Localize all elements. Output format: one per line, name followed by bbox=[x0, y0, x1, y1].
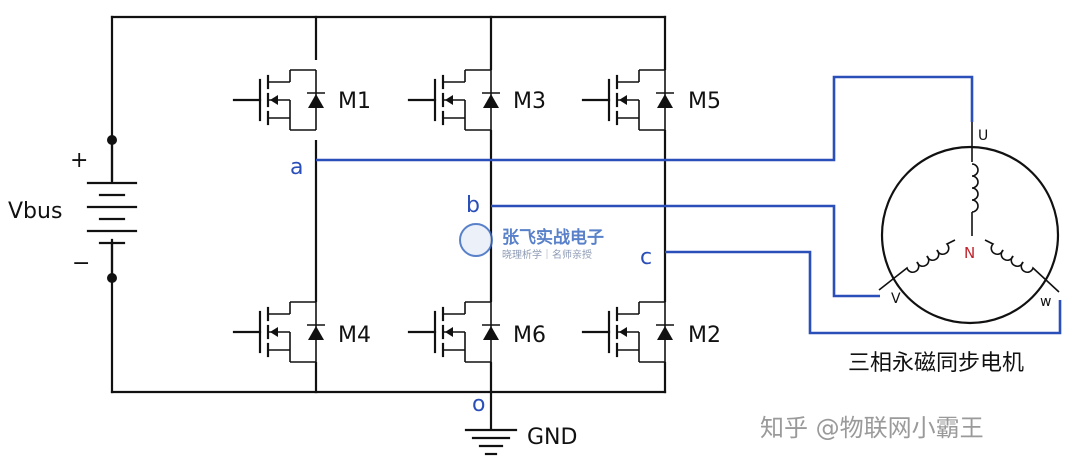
battery-plus-sign: + bbox=[70, 148, 88, 173]
node-c-label: c bbox=[640, 245, 652, 270]
node-a-label: a bbox=[290, 155, 303, 180]
motor-symbol bbox=[878, 122, 1060, 325]
mosfet-m5 bbox=[581, 68, 681, 132]
watermark-title: 张飞实战电子 bbox=[502, 227, 604, 248]
watermark-logo-icon bbox=[459, 223, 493, 257]
gnd-label: GND bbox=[527, 425, 577, 450]
battery-minus-sign: − bbox=[72, 251, 90, 276]
mosfet-m3 bbox=[407, 68, 507, 132]
mosfet-m2 bbox=[581, 300, 681, 364]
watermark: 张飞实战电子 晓理析学｜名师亲授 bbox=[459, 223, 604, 261]
phase-v-label: V bbox=[891, 291, 901, 307]
motor-caption: 三相永磁同步电机 bbox=[848, 351, 1024, 376]
neutral-label: N bbox=[964, 244, 975, 262]
phase-c-wire bbox=[665, 250, 1062, 335]
battery-symbol bbox=[86, 135, 138, 283]
mosfet-m6 bbox=[407, 300, 507, 364]
mosfet-m2-label: M2 bbox=[688, 323, 721, 348]
ground-symbol bbox=[464, 390, 518, 456]
phase-b-wire bbox=[491, 204, 880, 298]
mosfet-m5-label: M5 bbox=[688, 89, 721, 114]
node-b-label: b bbox=[466, 193, 480, 218]
phase-a-wire bbox=[316, 75, 974, 162]
mosfet-m3-label: M3 bbox=[513, 89, 546, 114]
mosfet-m4-label: M4 bbox=[338, 323, 371, 348]
watermark-subtitle: 晓理析学｜名师亲授 bbox=[502, 248, 592, 261]
vbus-label: Vbus bbox=[8, 199, 62, 224]
mosfet-m4 bbox=[232, 300, 332, 364]
mosfet-m1-label: M1 bbox=[338, 89, 371, 114]
phase-u-label: U bbox=[978, 128, 988, 144]
node-o-label: o bbox=[472, 392, 485, 417]
mosfet-m6-label: M6 bbox=[513, 323, 546, 348]
footer-credit: 知乎 @物联网小霸王 bbox=[760, 414, 984, 442]
phase-w-label: w bbox=[1040, 294, 1051, 310]
mosfet-m1 bbox=[232, 60, 332, 140]
